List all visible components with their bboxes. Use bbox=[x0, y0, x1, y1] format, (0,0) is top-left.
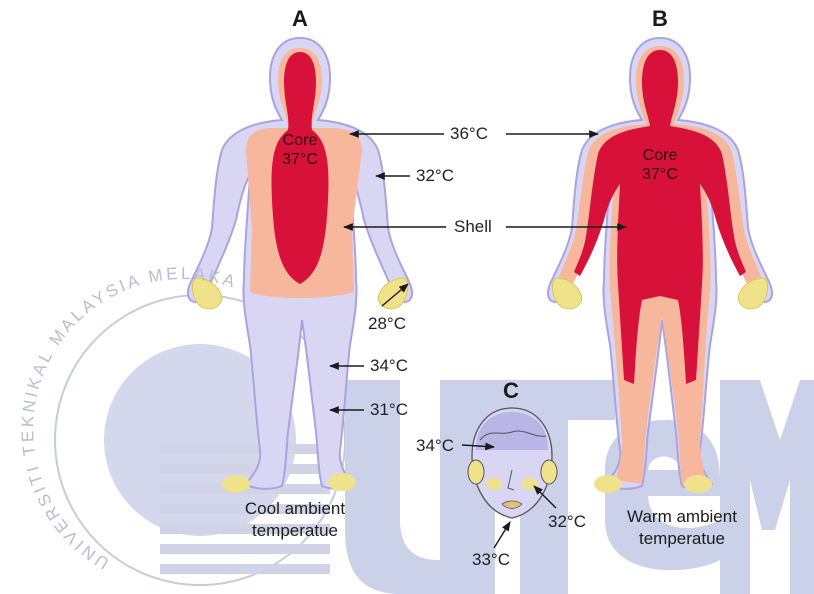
core-temp: 37°C bbox=[638, 165, 682, 184]
panel-a-label: A bbox=[292, 6, 308, 32]
temp-34-face: 34°C bbox=[416, 436, 454, 456]
core-temp: 37°C bbox=[278, 150, 322, 169]
temp-32-face: 32°C bbox=[548, 512, 586, 532]
figure-a-core-label: Core 37°C bbox=[278, 131, 322, 169]
core-word: Core bbox=[278, 131, 322, 150]
seal-text-path: UNIVERSITI TEKNIKAL MALAYSIA MELAKA bbox=[18, 264, 240, 573]
temp-36: 36°C bbox=[450, 124, 488, 144]
panel-b-label: B bbox=[652, 6, 668, 32]
shell-label: Shell bbox=[454, 217, 492, 237]
panel-c-label: C bbox=[503, 378, 519, 404]
temp-31: 31°C bbox=[370, 400, 408, 420]
temp-32-arm: 32°C bbox=[416, 166, 454, 186]
core-word: Core bbox=[638, 146, 682, 165]
temp-28: 28°C bbox=[368, 314, 406, 334]
figure-b-core-label: Core 37°C bbox=[638, 146, 682, 184]
caption-warm-ambient: Warm ambient temperatue bbox=[612, 506, 752, 550]
seal-text: UNIVERSITI TEKNIKAL MALAYSIA MELAKA bbox=[18, 264, 240, 573]
caption-a-line2: temperatue bbox=[226, 520, 364, 542]
caption-b-line1: Warm ambient bbox=[612, 506, 752, 528]
temp-33: 33°C bbox=[472, 550, 510, 570]
caption-b-line2: temperatue bbox=[612, 528, 752, 550]
temp-34-leg: 34°C bbox=[370, 356, 408, 376]
caption-cool-ambient: Cool ambient temperatue bbox=[226, 498, 364, 542]
caption-a-line1: Cool ambient bbox=[226, 498, 364, 520]
